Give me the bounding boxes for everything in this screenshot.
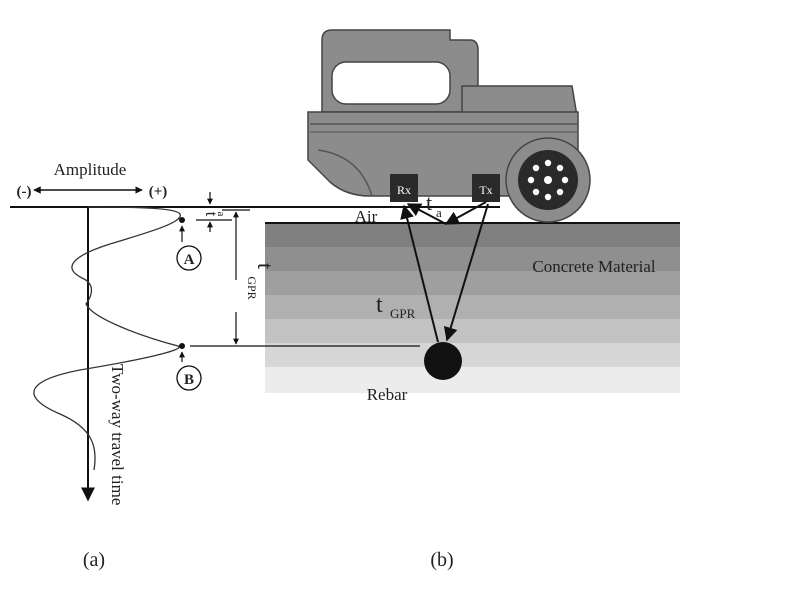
handle-opening xyxy=(331,61,451,105)
negative-sign: (-) xyxy=(17,184,32,200)
time-axis-label: Two-way travel time xyxy=(108,364,127,505)
receiver-label: Rx xyxy=(397,183,411,197)
device-ta-sub: a xyxy=(436,205,442,220)
positive-sign: (+) xyxy=(149,184,168,200)
rebar xyxy=(424,342,462,380)
device-tgpr-main: t xyxy=(376,292,383,318)
rebar-label: Rebar xyxy=(367,385,408,404)
gpr-device: Rx Tx xyxy=(307,29,591,223)
reflected-wave-up xyxy=(400,204,439,343)
reflected-wave-down xyxy=(443,203,489,342)
material-label: Concrete Material xyxy=(532,257,655,276)
point-a-circle xyxy=(176,245,202,271)
waveform-trace xyxy=(33,206,181,471)
device-ta-main: t xyxy=(426,190,432,215)
ray-paths xyxy=(400,201,489,343)
concrete-slab xyxy=(265,222,680,393)
point-a-label: A xyxy=(184,252,195,268)
amplitude-label: Amplitude xyxy=(54,160,127,179)
wave-tgpr-sub: GPR xyxy=(245,276,259,299)
transmitter-antenna xyxy=(472,174,500,202)
point-b-circle xyxy=(176,365,202,391)
wave-ta-main: t xyxy=(202,212,221,217)
direct-wave-down xyxy=(444,201,487,225)
wave-tgpr-main: t xyxy=(253,263,278,269)
receiver-antenna xyxy=(390,174,418,202)
panel-a-caption: (a) xyxy=(83,549,105,571)
direct-wave-up xyxy=(406,203,447,225)
panel-b-caption: (b) xyxy=(430,549,453,571)
point-b-label: B xyxy=(184,372,194,388)
wave-ta-sub: a xyxy=(215,212,227,217)
device-tgpr-sub: GPR xyxy=(390,306,416,321)
transmitter-label: Tx xyxy=(479,183,492,197)
air-label: Air xyxy=(355,207,378,226)
